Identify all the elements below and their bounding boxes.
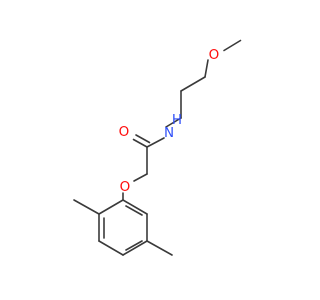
ring-bond-3 bbox=[98, 240, 124, 256]
structure-drawing: O N H O O bbox=[73, 39, 242, 256]
bond-carbonyl-double-a bbox=[132, 138, 148, 148]
bond-ring-methyl-lower bbox=[146, 240, 173, 256]
ring-bond-1 bbox=[98, 199, 124, 215]
bond-methyl-methoxy-o bbox=[223, 39, 242, 52]
molecule-diagram: O N H O O bbox=[73, 39, 242, 256]
ring-inner-bond-2 bbox=[125, 240, 143, 251]
bond-chain-to-n bbox=[165, 117, 182, 128]
carbonyl-oxygen-label: O bbox=[119, 124, 130, 140]
ring-inner-bond-3 bbox=[125, 205, 143, 216]
ring-bond-4 bbox=[122, 240, 148, 256]
bond-ch2-ether-o bbox=[133, 173, 148, 182]
amide-hydrogen-label: H bbox=[172, 112, 182, 128]
bond-ring-methyl-upper bbox=[73, 199, 100, 215]
bond-n-carbonyl bbox=[146, 137, 165, 148]
methoxy-oxygen-label: O bbox=[209, 47, 220, 63]
amide-nitrogen-label: N bbox=[164, 125, 174, 141]
ether-oxygen-label: O bbox=[120, 179, 131, 195]
bond-methoxy-o-chain bbox=[204, 59, 209, 78]
bond-carbonyl-double-b bbox=[135, 134, 151, 144]
bond-chain-1 bbox=[180, 76, 206, 92]
ring-bond-6 bbox=[122, 199, 148, 215]
